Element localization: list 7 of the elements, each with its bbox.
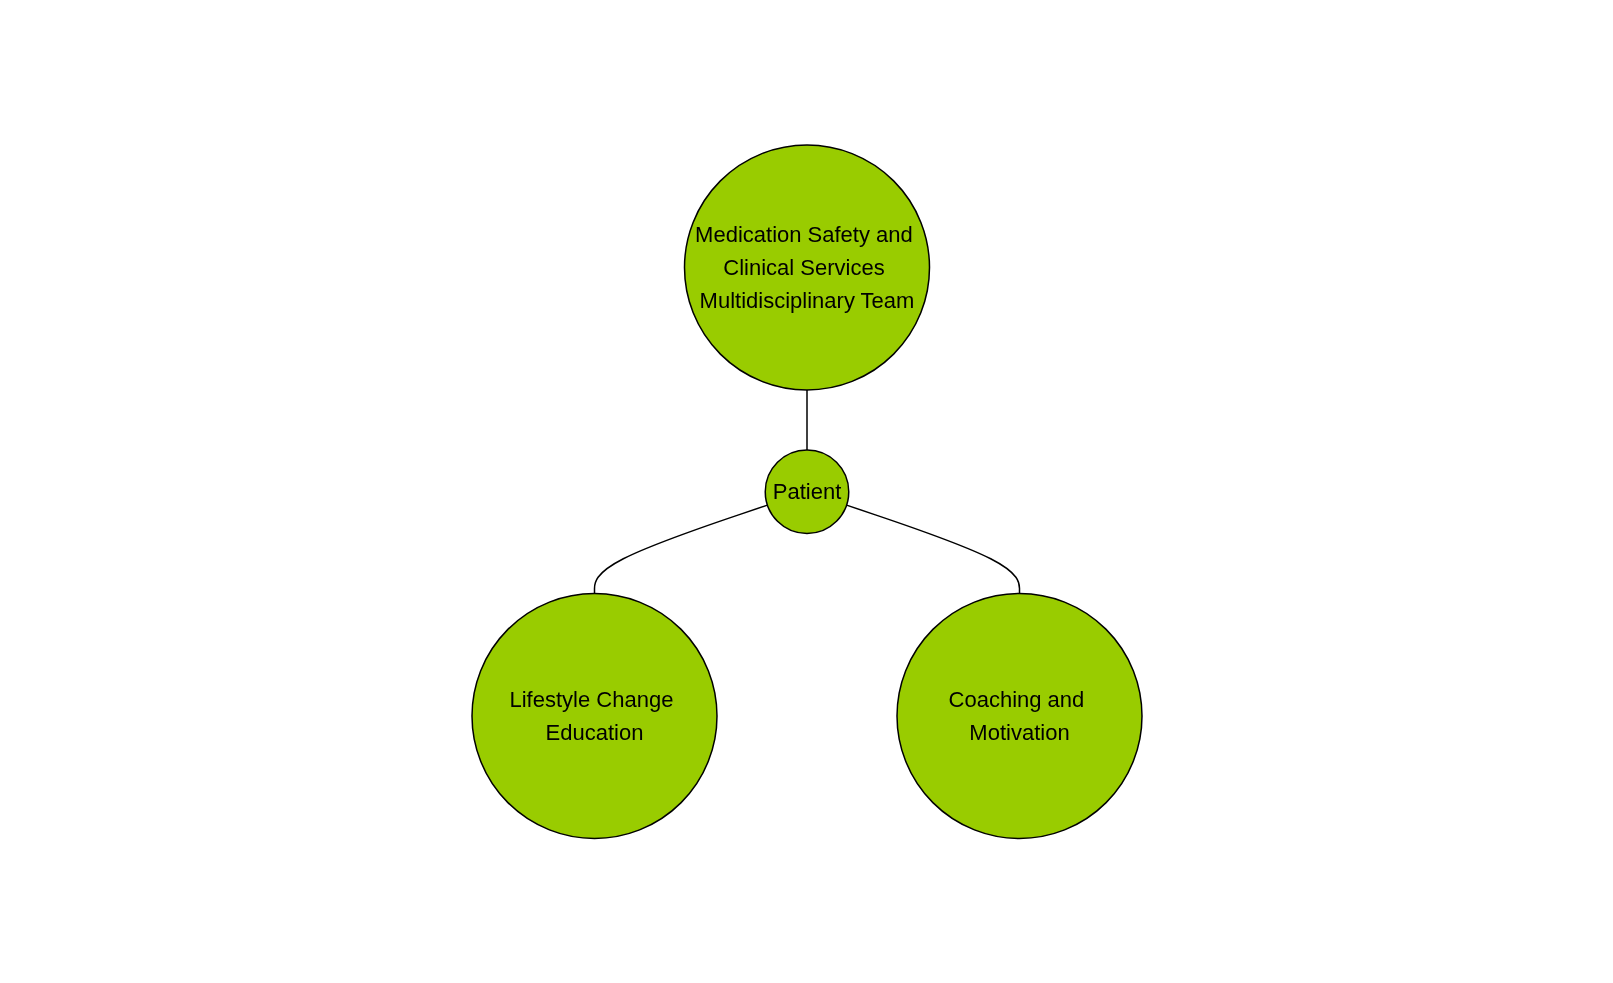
- connector: [593, 504, 768, 594]
- connector: [805, 389, 808, 451]
- node-circle: Medication Safety and Clinical Services Multidisciplinary Team: [683, 144, 930, 391]
- node-circle: Coaching and Motivation: [895, 592, 1143, 839]
- node-circle: Patient: [764, 449, 849, 534]
- node-circle: Lifestyle Change Education: [470, 592, 718, 839]
- connector: [845, 504, 1020, 594]
